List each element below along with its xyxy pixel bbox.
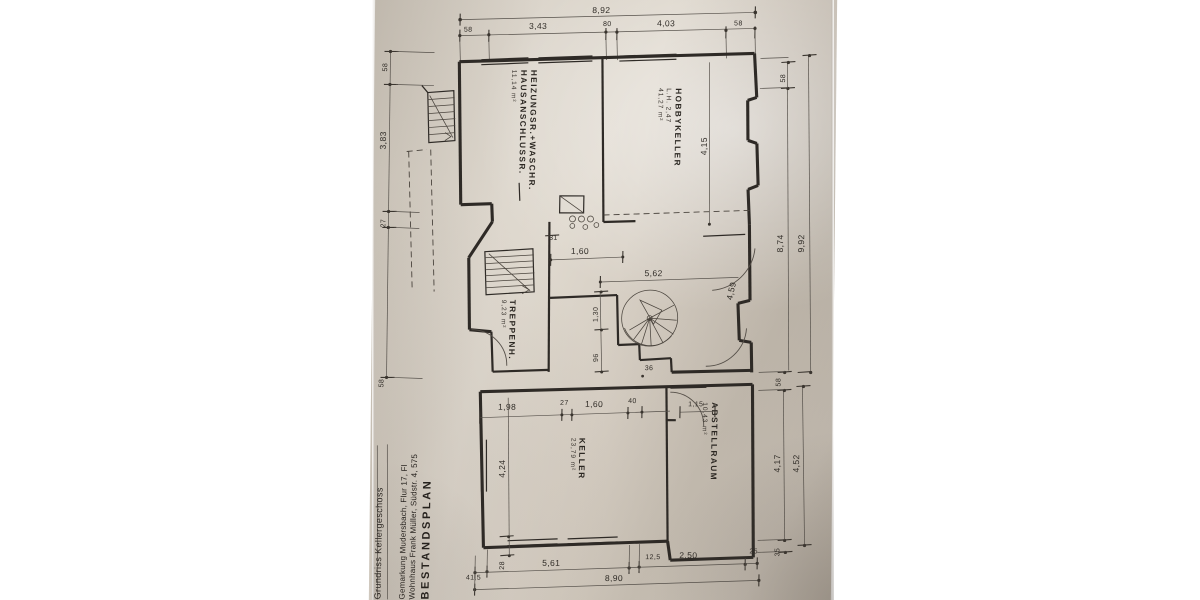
dim-bottom-4: 2,50 [679, 550, 697, 560]
room-label-keller: KELLER 23,79 m² [569, 438, 587, 480]
dim-right-lower-417: 4,17 [772, 454, 782, 472]
dim-top-2: 3,43 [529, 21, 547, 31]
dim-left-2: 3,83 [378, 131, 388, 149]
dim-left-4: 58 [378, 379, 385, 388]
dim-bottom-overall: 8,90 [605, 573, 623, 583]
dim-bottom-3: 12,5 [645, 554, 660, 561]
room-name: ABSTELLRAUM [709, 402, 719, 481]
room-name-line-1: HAUSANSCHLUSSR. [517, 70, 528, 175]
dimension-vertical-mid: 1,30 96 36 [593, 290, 654, 378]
room-area: 23,79 m² [569, 438, 577, 471]
room-label-abstellraum: ABSTELLRAUM 10,43 m² [701, 402, 720, 481]
dim-lower-424: 4,24 [497, 460, 507, 478]
straight-stair-upper [406, 85, 456, 292]
dim-lower-28: 28 [499, 561, 506, 570]
dim-lower-40: 40 [628, 398, 637, 405]
dim-top-3: 80 [603, 21, 612, 28]
dim-interior-459: 4,59 [724, 281, 738, 301]
dim-right-58: 58 [780, 74, 787, 83]
room-area: 11,14 m² [510, 70, 518, 103]
utility-fixtures [518, 182, 600, 230]
dim-left-3: 27 [380, 219, 387, 228]
dimension-chain-left: 58 3,83 27 58 [378, 49, 435, 388]
dimension-chain-top: 8,92 58 3,43 80 4,03 58 [458, 5, 758, 62]
dimension-chain-bottom: 41,5 5,61 12,5 2,50 25 8,90 [466, 544, 761, 596]
dim-lower-115: 1,15 [688, 401, 703, 408]
room-area: 10,43 m² [701, 402, 709, 435]
dim-top-1: 58 [464, 27, 473, 34]
floor-label: Grundriss Kellergeschoss [372, 487, 384, 599]
dim-right-lower-58: 58 [775, 378, 782, 387]
dim-interior-31: 31 [549, 235, 558, 242]
door-swings-middle [471, 248, 756, 367]
floor-plan-drawing: 8,92 58 3,43 80 4,03 58 [366, 0, 839, 600]
spiral-staircase [621, 289, 679, 347]
dim-lower-160: 1,60 [585, 399, 603, 409]
dimension-5-62: 5,62 [598, 268, 739, 288]
dimension-chain-lower-interior: 1,98 27 1,60 40 1,15 [479, 398, 716, 424]
dim-right-overall: 9,92 [796, 234, 806, 252]
room-label-hausanschlussraum: HAUSANSCHLUSSR. HEIZUNGSR.+WASCHR. 11,14… [510, 70, 539, 191]
room-name: HOBBYKELLER [672, 88, 682, 167]
dim-interior-36: 36 [645, 365, 654, 372]
room-area: 9,23 m² [499, 300, 507, 329]
room-name: TREPPENH. [507, 300, 517, 360]
dim-lower-27: 27 [560, 400, 569, 407]
dim-bottom-5: 25 [749, 548, 758, 555]
room-name-line-2: HEIZUNGSR.+WASCHR. [527, 70, 538, 191]
room-area: 41,27 m² [656, 88, 664, 121]
dim-bottom-1: 41,5 [466, 575, 481, 582]
dimension-interior-4-15: 4,15 [699, 62, 711, 226]
dim-right-874: 8,74 [775, 234, 785, 252]
dimension-chain-right-lower: 58 4,17 4,52 35 [757, 370, 812, 557]
building-upper-block [457, 51, 760, 225]
room-clear-height: L.H. 2,47 [664, 88, 672, 123]
title-block: BESTANDSPLAN Wohnhaus Frank Müller, Süds… [372, 444, 434, 600]
straight-stair-lower [484, 248, 535, 296]
dimension-vertical-lower-left: 4,24 28 [497, 397, 515, 570]
building-middle-block [467, 220, 754, 374]
dim-lower-198: 1,98 [498, 402, 516, 412]
dim-interior-160a: 1,60 [571, 246, 589, 256]
room-label-treppenhaus: TREPPENH. 9,23 m² [499, 300, 517, 360]
dim-top-overall: 8,92 [592, 5, 610, 15]
building-lower-block [478, 382, 755, 562]
dim-interior-562: 5,62 [644, 268, 662, 278]
dim-bottom-2: 5,61 [542, 558, 560, 568]
dim-interior-96: 96 [593, 353, 600, 362]
title-block-heading: BESTANDSPLAN [419, 479, 433, 600]
dim-right-lower-overall: 4,52 [791, 454, 801, 472]
dim-interior-130: 1,30 [593, 307, 600, 322]
dim-left-1: 58 [382, 63, 389, 72]
dim-top-5: 58 [734, 20, 743, 27]
dimension-chain-right-upper: 58 8,74 9,92 [759, 53, 817, 375]
room-label-hobbykeller: HOBBYKELLER L.H. 2,47 41,27 m² [656, 88, 683, 167]
title-block-line-2: Gemarkung Mudersbach, Flur 17, Fl [397, 464, 408, 599]
dimension-1-60-upper: 1,60 31 [545, 234, 625, 266]
room-name: KELLER [577, 438, 587, 480]
dim-interior-415: 4,15 [699, 137, 709, 155]
dim-right-lower-35: 35 [774, 548, 781, 557]
title-block-line-1: Wohnhaus Frank Müller, Südstr. 4, 575 [407, 454, 419, 600]
dim-top-4: 4,03 [657, 18, 675, 28]
